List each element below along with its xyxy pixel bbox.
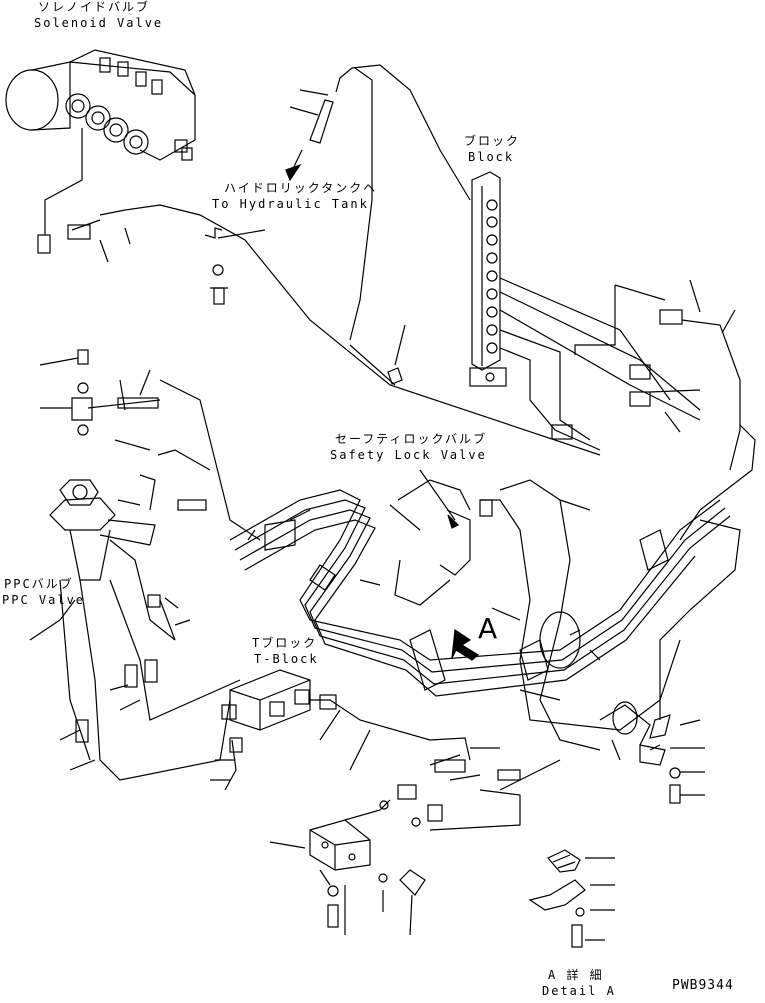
tank-label-en: To Hydraulic Tank	[212, 197, 369, 211]
safety-lock-valve-label-en: Safety Lock Valve	[330, 448, 487, 462]
ppc-valve-label-en: PPC Valve	[2, 593, 86, 607]
block	[469, 171, 756, 541]
tank-label-jp: ハイドロリックタンクへ	[224, 181, 378, 195]
ppc-valve-label-jp: PPCバルブ	[4, 577, 74, 591]
t-block-label-en: T-Block	[254, 652, 319, 666]
leader-lines	[29, 357, 661, 771]
arrow-a	[451, 628, 480, 661]
detail-a-label-jp: A 詳 細	[548, 968, 604, 982]
drawing-code: PWB9344	[672, 978, 734, 993]
lower-block	[269, 754, 561, 936]
hose-bundle	[229, 479, 731, 751]
detail-a	[528, 849, 615, 948]
block-label-jp: ブロック	[464, 134, 521, 148]
solenoid-valve	[5, 49, 196, 254]
solenoid-valve-label-en: Solenoid Valve	[34, 16, 164, 30]
safety-lock-valve-label-jp: セーフティロックバルブ	[335, 432, 487, 446]
detail-a-label-en: Detail A	[542, 984, 616, 998]
block-label-en: Block	[468, 150, 515, 164]
arrow-a-label: A	[478, 612, 498, 645]
t-block-label-jp: Tブロック	[252, 636, 318, 650]
t-block	[210, 669, 500, 791]
safety-valve-leader	[419, 469, 456, 521]
solenoid-valve-label-jp: ソレノイドバルブ	[38, 0, 151, 14]
right-hoses	[599, 519, 741, 804]
ppc-valve	[49, 349, 261, 781]
tank-hose	[67, 64, 601, 456]
